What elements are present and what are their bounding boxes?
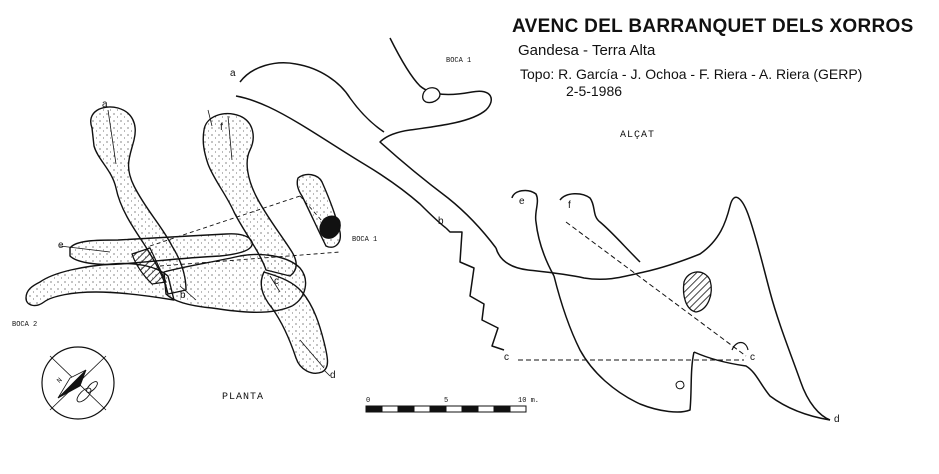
survey-title: AVENC DEL BARRANQUET DELS XORROS [512,16,914,37]
elevation-section-c-left: c [504,352,509,363]
plan-pit [131,247,167,285]
plan-gallery-d [260,271,329,374]
elevation-section-d: d [834,414,840,425]
elevation-ground-left [235,95,447,229]
plan-section-lines [59,109,331,377]
survey-date: 2-5-1986 [566,83,623,99]
elevation-section-e: e [519,196,525,207]
survey-authors: Topo: R. García - J. Ochoa - F. Riera - … [520,66,863,82]
elevation-label: ALÇAT [620,130,656,141]
plan-section-b: b [180,290,186,301]
plan-section-d: d [330,370,336,381]
elevation-stepped-wall [445,227,505,351]
plan-dashed-lines [149,195,341,267]
plan-gallery-f [202,112,297,277]
plan-section-c: c [274,276,279,287]
elevation-lower-right [693,351,831,421]
elevation-chamber [495,196,831,421]
plan-boca1-mark [319,215,341,239]
elevation-surface-left [239,62,385,133]
scale-bar [365,405,527,413]
elevation-boca1-rock [422,87,441,104]
plan-gallery-boca2 [25,262,175,307]
elevation-dashed-ray [565,221,747,357]
elevation-section-c-right: c [750,352,755,363]
elevation-small-mark [675,380,685,390]
elevation-branch-f [559,193,641,263]
elevation-section-f: f [568,200,571,211]
scale-label-5: 5 [444,397,449,405]
compass-rose [41,346,115,420]
elevation-branch-e [511,189,555,277]
plan-label: PLANTA [222,392,265,403]
plan-section-f: f [220,122,223,133]
elevation-view [235,37,831,421]
scale-label-0: 0 [366,397,371,405]
survey-location: Gandesa - Terra Alta [518,42,656,59]
elevation-pit [682,271,712,313]
plan-view [25,106,341,374]
plan-boca1-label: BOCA 1 [352,236,378,244]
elevation-section-b: b [438,216,444,227]
plan-section-a: a [102,99,108,110]
elevation-section-a: a [230,68,236,79]
plan-boca2-label: BOCA 2 [12,321,38,329]
elevation-boca1-label: BOCA 1 [446,57,472,65]
elevation-c-arc [731,341,749,351]
elevation-lower-chamber [553,275,695,413]
plan-section-e: e [58,240,64,251]
scale-label-10: 10 m. [518,397,540,405]
